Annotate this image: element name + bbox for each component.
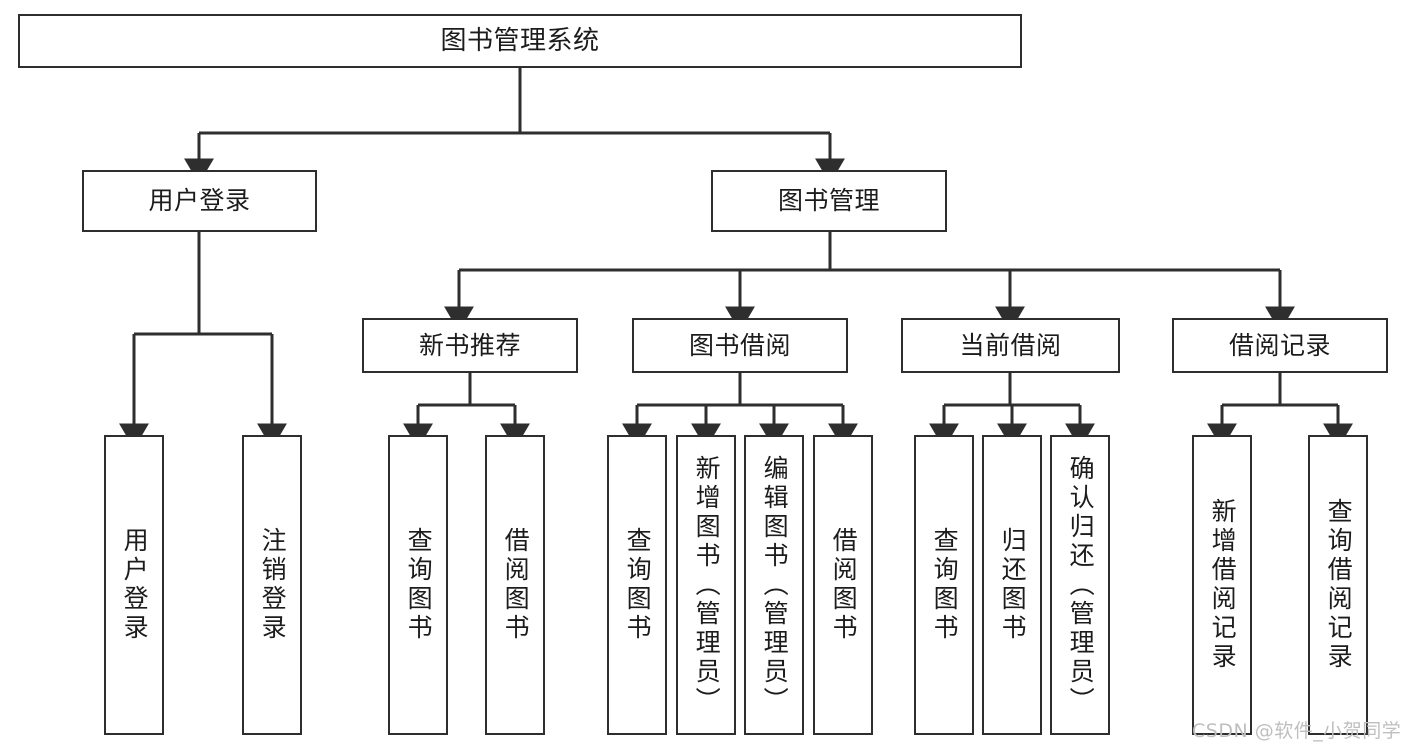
node-label: 图书管理系统 bbox=[440, 25, 600, 56]
node-label: 确认归还（管理员） bbox=[1066, 454, 1096, 716]
node-label: 注销登录 bbox=[258, 527, 288, 643]
node-label: 查询图书 bbox=[404, 527, 434, 643]
leaf-borrow-edit-book[interactable]: 编辑图书（管理员） bbox=[744, 435, 804, 735]
leaf-user-login[interactable]: 用户登录 bbox=[104, 435, 164, 735]
node-borrow-record[interactable]: 借阅记录 bbox=[1172, 318, 1388, 373]
node-label: 新书推荐 bbox=[418, 330, 521, 360]
node-label: 查询图书 bbox=[623, 527, 653, 643]
node-user-login[interactable]: 用户登录 bbox=[82, 170, 317, 232]
leaf-borrow-query-book[interactable]: 查询图书 bbox=[607, 435, 667, 735]
node-label: 查询图书 bbox=[930, 527, 960, 643]
leaf-recommend-borrow-book[interactable]: 借阅图书 bbox=[485, 435, 545, 735]
leaf-current-confirm-return[interactable]: 确认归还（管理员） bbox=[1050, 435, 1110, 735]
leaf-recommend-query-book[interactable]: 查询图书 bbox=[388, 435, 448, 735]
node-label: 用户登录 bbox=[148, 186, 251, 216]
csdn-watermark: CSDN @软件_小贺同学 bbox=[1192, 720, 1402, 742]
leaf-current-return-book[interactable]: 归还图书 bbox=[982, 435, 1042, 735]
leaf-borrow-add-book[interactable]: 新增图书（管理员） bbox=[676, 435, 736, 735]
node-label: 查询借阅记录 bbox=[1324, 498, 1354, 672]
leaf-current-query-book[interactable]: 查询图书 bbox=[914, 435, 974, 735]
node-new-book-recommend[interactable]: 新书推荐 bbox=[362, 318, 578, 373]
node-label: 用户登录 bbox=[120, 527, 150, 643]
node-label: 借阅记录 bbox=[1228, 330, 1331, 360]
node-book-borrow[interactable]: 图书借阅 bbox=[632, 318, 848, 373]
node-root-system[interactable]: 图书管理系统 bbox=[18, 14, 1022, 68]
node-label: 当前借阅 bbox=[959, 330, 1062, 360]
node-label: 借阅图书 bbox=[829, 527, 859, 643]
node-book-management[interactable]: 图书管理 bbox=[711, 170, 947, 232]
node-label: 新增借阅记录 bbox=[1208, 498, 1238, 672]
node-label: 借阅图书 bbox=[501, 527, 531, 643]
leaf-borrow-borrow-book[interactable]: 借阅图书 bbox=[813, 435, 873, 735]
leaf-user-logout[interactable]: 注销登录 bbox=[242, 435, 302, 735]
node-current-borrow[interactable]: 当前借阅 bbox=[901, 318, 1120, 373]
node-label: 编辑图书（管理员） bbox=[760, 454, 790, 716]
node-label: 图书管理 bbox=[777, 186, 880, 216]
node-label: 归还图书 bbox=[998, 527, 1028, 643]
leaf-record-query-record[interactable]: 查询借阅记录 bbox=[1308, 435, 1368, 735]
node-label: 新增图书（管理员） bbox=[692, 454, 722, 716]
leaf-record-add-record[interactable]: 新增借阅记录 bbox=[1192, 435, 1252, 735]
node-label: 图书借阅 bbox=[688, 330, 791, 360]
